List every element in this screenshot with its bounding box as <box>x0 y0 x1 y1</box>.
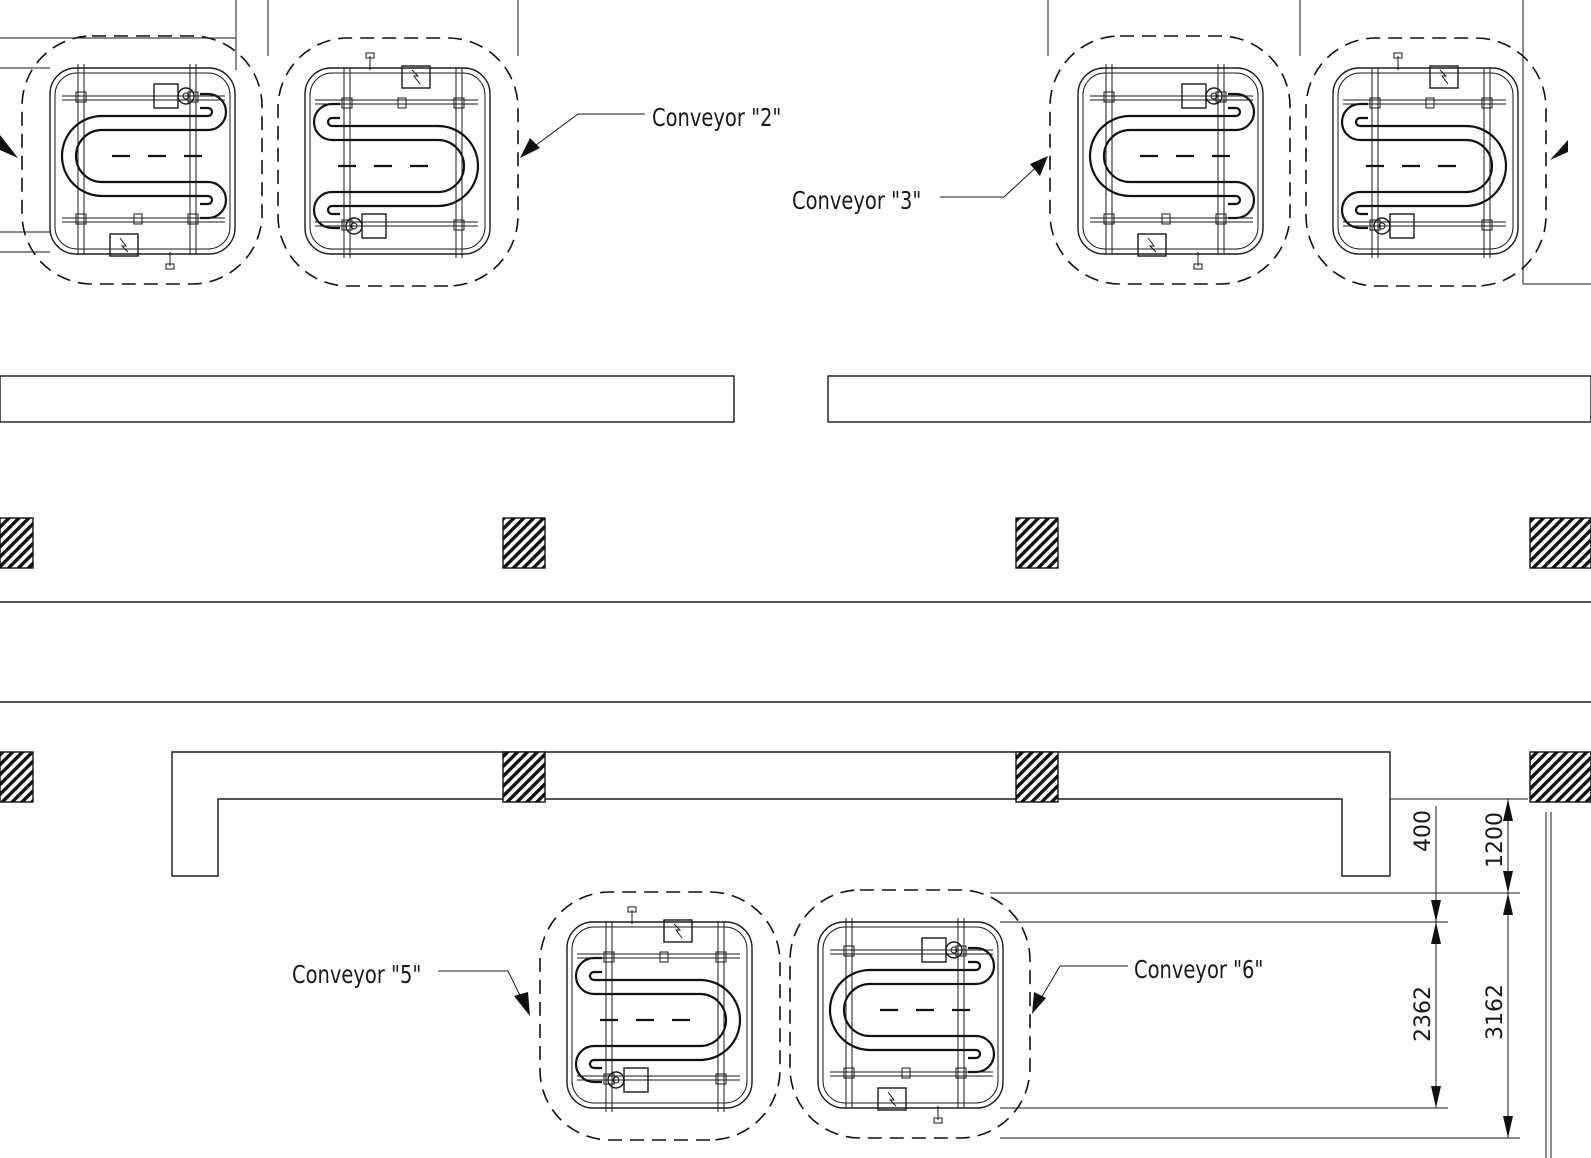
leader-conveyor-3 <box>940 156 1048 198</box>
leader-conveyor-5 <box>438 970 530 1016</box>
label-conveyor-5: Conveyor "5" <box>292 961 421 990</box>
column-8 <box>1529 751 1591 803</box>
column-1 <box>0 517 34 569</box>
leader-conveyor-2 <box>520 113 645 158</box>
left-edge-lines <box>0 0 519 253</box>
column-3 <box>1015 517 1059 569</box>
conveyor-unit-3 <box>1048 34 1292 286</box>
beam-left <box>0 375 735 423</box>
dim-2362: 2362 <box>1411 986 1436 1042</box>
dim-3162: 3162 <box>1483 984 1508 1040</box>
column-7 <box>1015 751 1059 803</box>
conveyor-unit-5 <box>538 890 782 1142</box>
conveyor-unit-4 <box>1304 36 1548 288</box>
dim-1200: 1200 <box>1483 812 1508 868</box>
right-edge-lines <box>1047 0 1591 285</box>
dimension-lines <box>990 798 1552 1158</box>
beam-right <box>827 375 1591 423</box>
column-4 <box>1529 517 1591 569</box>
conveyor-unit-6 <box>788 888 1032 1140</box>
leader-conveyor-6 <box>1032 965 1128 1014</box>
label-conveyor-2: Conveyor "2" <box>652 104 781 133</box>
dim-400: 400 <box>1411 810 1436 852</box>
column-2 <box>502 517 546 569</box>
u-frame <box>171 751 1391 877</box>
conveyor-unit-1 <box>20 34 264 286</box>
column-5 <box>0 751 34 803</box>
conveyor-unit-2 <box>276 36 520 288</box>
label-conveyor-6: Conveyor "6" <box>1134 956 1263 985</box>
column-6 <box>502 751 546 803</box>
label-conveyor-3: Conveyor "3" <box>792 187 921 216</box>
